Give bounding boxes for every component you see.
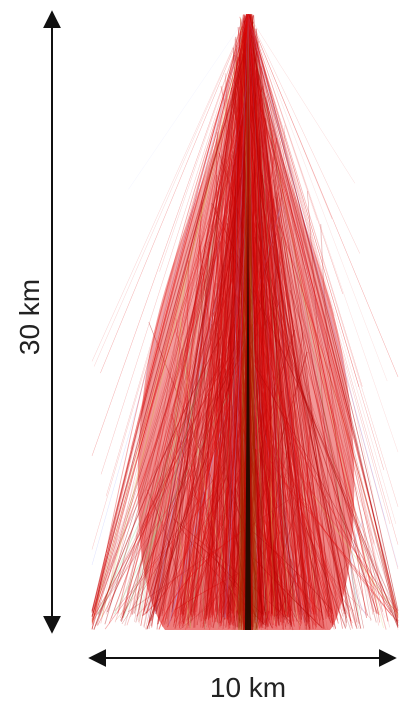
height-dimension-label: 30 km [14, 279, 46, 355]
width-dimension-label: 10 km [210, 672, 286, 704]
